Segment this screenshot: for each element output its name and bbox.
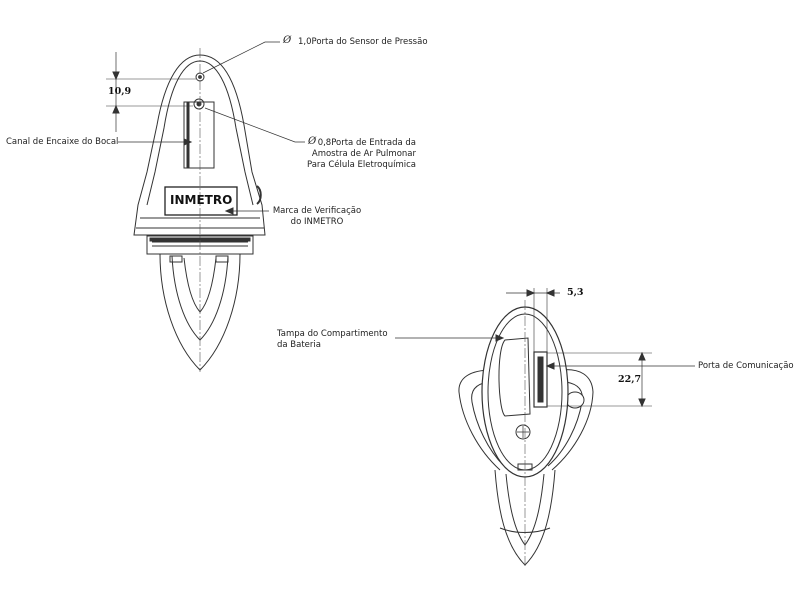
dim-22-7-arrow-top — [638, 351, 646, 361]
dimension-5-3: 5,3 — [567, 287, 584, 298]
sample-port-label-line-3: Para Célula Eletroquímica — [306, 160, 416, 170]
sample-port-label-line-1: 0,8Porta de Entrada da — [317, 138, 416, 148]
rear-side-button — [565, 391, 585, 409]
dimension-10-9: 10,9 — [108, 86, 132, 97]
front-body-inner-outline — [146, 60, 201, 206]
rear-screw — [515, 424, 531, 440]
battery-cover-label-line-1: Tampa do Compartimento — [277, 329, 388, 339]
inmetro-box — [164, 186, 238, 216]
comm-port-pins — [537, 356, 544, 403]
sample-port-leader — [204, 107, 305, 143]
inmetro-mark-label: Marca de Verificação do INMETRO — [268, 206, 366, 228]
dim-22-7-arrow-bottom — [638, 398, 646, 408]
sample-port-label-line-2: Amostra de Ar Pulmonar — [311, 149, 416, 159]
dim-10-9-arrow-top — [112, 71, 120, 81]
rear-wing-right — [551, 369, 594, 471]
front-grip-clips — [169, 255, 229, 263]
pressure-port-label: 1,0Porta do Sensor de Pressão — [298, 37, 428, 47]
inmetro-mark-arrow — [224, 207, 234, 215]
dim-5-3-arrow-left — [526, 289, 536, 297]
front-body-inner-outline-right — [199, 60, 254, 206]
sample-port-circle — [193, 98, 205, 110]
front-body-outline — [133, 54, 266, 236]
rear-view — [395, 288, 695, 568]
dim-10-9-arrow-bottom — [112, 104, 120, 114]
dimension-22-7: 22,7 — [618, 374, 642, 385]
pressure-port-diameter-symbol: Ø — [283, 35, 292, 46]
battery-cover-arrow — [495, 334, 505, 342]
battery-cover-label: Tampa do Compartimento da Bateria — [277, 329, 388, 351]
sample-port-diameter-symbol: Ø — [308, 136, 317, 147]
inmetro-mark-label-line-2: do INMETRO — [290, 217, 344, 227]
mouthpiece-channel-arrow — [183, 138, 193, 146]
inmetro-mark-label-line-1: Marca de Verificação — [272, 206, 362, 216]
front-side-button — [256, 185, 262, 205]
rear-wing-left — [458, 369, 501, 471]
comm-port-label: Porta de Comunicação — [698, 361, 794, 371]
mouthpiece-channel-label: Canal de Encaixe do Bocal — [6, 137, 119, 147]
rear-wing-inner-left — [471, 381, 505, 467]
front-view — [106, 41, 305, 372]
sample-port-dot — [196, 101, 202, 107]
inmetro-badge-text: INMETRO — [170, 193, 233, 207]
rear-screw-slot — [517, 426, 529, 438]
sample-port-label: 0,8Porta de Entrada da Amostra de Ar Pul… — [290, 138, 416, 171]
battery-cover-shape — [498, 337, 531, 417]
dim-5-3-arrow-right — [545, 289, 555, 297]
battery-cover-label-line-2: da Bateria — [277, 340, 321, 350]
comm-port-arrow — [545, 362, 555, 370]
pressure-port-leader — [202, 41, 280, 74]
